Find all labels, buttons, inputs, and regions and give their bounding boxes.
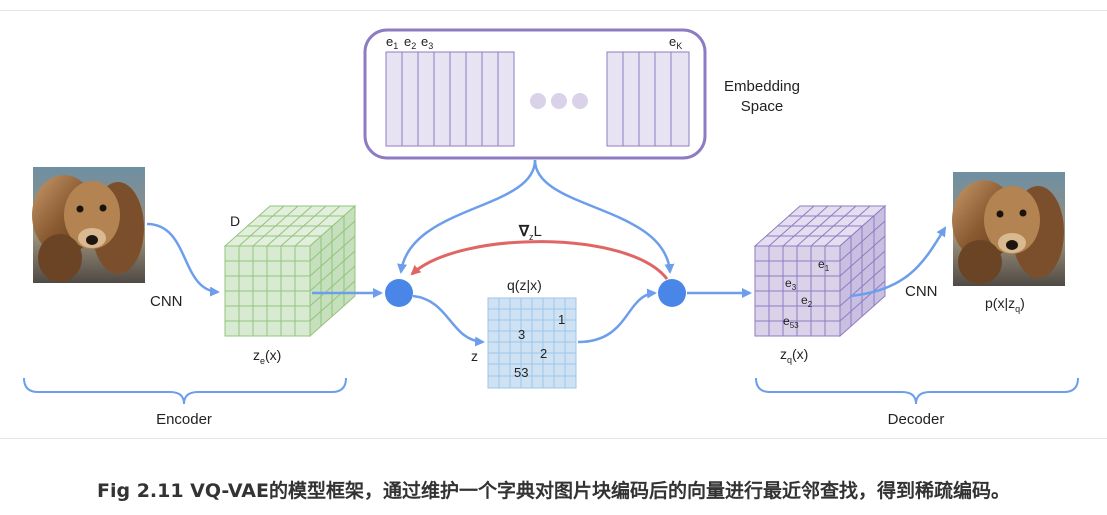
figure-top-divider xyxy=(0,10,1107,11)
posterior-cell-1: 1 xyxy=(558,312,565,327)
quantize-node-left xyxy=(385,279,413,307)
decoder-cell-e3: e3 xyxy=(785,276,797,292)
encoder-bracket xyxy=(23,377,347,405)
decoder-bracket-label: Decoder xyxy=(888,411,945,428)
gradient-arrow xyxy=(410,240,669,280)
ellipsis-dots xyxy=(530,93,588,109)
arrow-node-to-posterior xyxy=(412,294,485,347)
embedding-e1-label: e1 xyxy=(386,34,398,51)
decoder-bracket xyxy=(755,377,1079,405)
decoder-cell-e1: e1 xyxy=(818,257,830,273)
posterior-cell-53: 53 xyxy=(514,365,528,380)
decoder-cell-e53: e53 xyxy=(783,314,799,330)
figure-caption: Fig 2.11 VQ-VAE的模型框架，通过维护一个字典对图片块编码后的向量进… xyxy=(0,476,1107,503)
arrow-image-to-encoder xyxy=(146,222,220,297)
encoder-bracket-label: Encoder xyxy=(156,411,212,428)
embedding-vectors-last xyxy=(606,51,690,147)
posterior-cell-2: 2 xyxy=(540,346,547,361)
figure-caption-text: Fig 2.11 VQ-VAE的模型框架，通过维护一个字典对图片块编码后的向量进… xyxy=(96,480,1010,502)
posterior-grid xyxy=(487,297,577,389)
encoder-output-label: ze(x) xyxy=(253,347,281,366)
embedding-space: e1 e2 e3 eK xyxy=(363,28,707,160)
decoder-cell-e2: e2 xyxy=(801,293,813,309)
flow-arrows xyxy=(146,159,947,347)
arrow-posterior-to-node xyxy=(577,288,657,344)
vq-vae-figure: e1 e2 e3 eK Embedding Space xyxy=(0,10,1107,439)
encoder-depth-label: D xyxy=(230,213,240,229)
decoder-input-cube xyxy=(753,204,887,338)
arrow-decoder-to-output xyxy=(849,226,947,298)
arrow-embedding-to-right-node xyxy=(533,159,675,274)
embedding-vectors-first xyxy=(385,51,515,147)
gradient-label: ∇zL xyxy=(518,223,542,242)
reconstructed-dog-image xyxy=(952,172,1065,286)
embedding-e2-label: e2 xyxy=(404,34,416,51)
encoder-output-cube xyxy=(223,204,357,338)
embedding-e3-label: e3 xyxy=(421,34,433,51)
posterior-z-label: z xyxy=(471,348,478,364)
embedding-space-label-line2: Space xyxy=(741,98,784,115)
quantize-node-right xyxy=(658,279,686,307)
decoder-input-label: zq(x) xyxy=(780,346,808,365)
encoder-cnn-label: CNN xyxy=(150,293,183,310)
decoder-cnn-label: CNN xyxy=(905,283,938,300)
arrow-embedding-to-left-node xyxy=(397,159,537,274)
figure-bottom-divider xyxy=(0,438,1107,439)
posterior-cell-3: 3 xyxy=(518,327,525,342)
vq-vae-diagram: e1 e2 e3 eK Embedding Space xyxy=(23,28,1079,428)
embedding-space-label-line1: Embedding xyxy=(724,78,800,95)
posterior-title: q(z|x) xyxy=(507,277,542,293)
embedding-eK-label: eK xyxy=(669,34,682,51)
input-dog-image xyxy=(32,167,145,283)
reconstruction-label: p(x|zq) xyxy=(985,295,1025,314)
